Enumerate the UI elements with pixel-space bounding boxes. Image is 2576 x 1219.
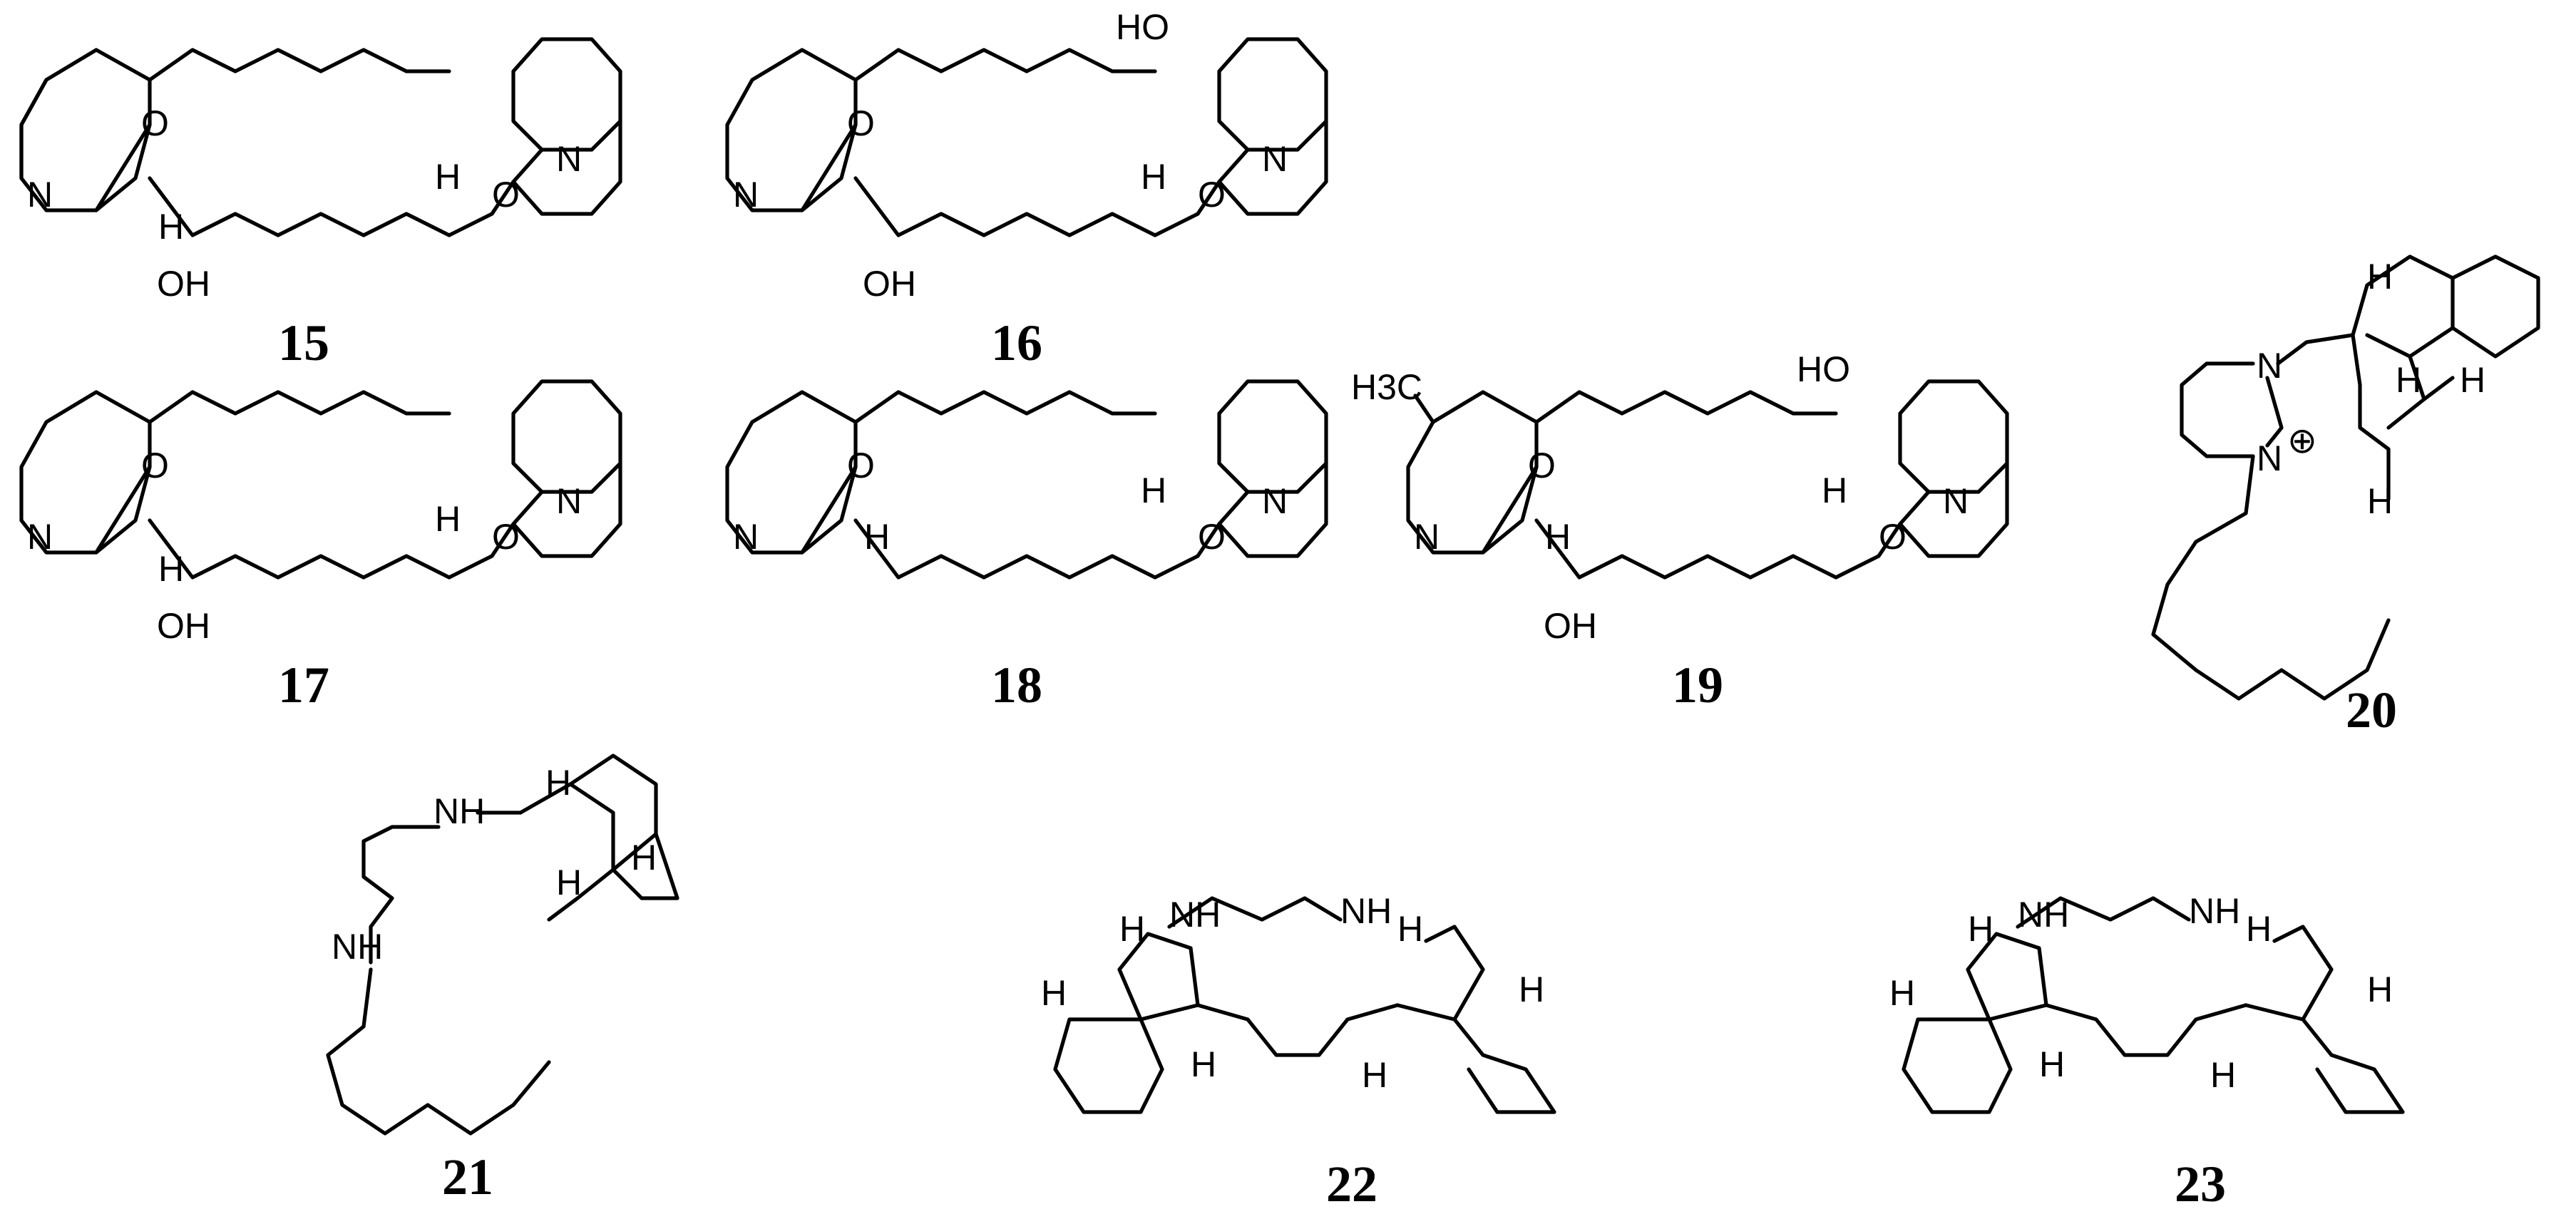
methyl-group: H3C [1351,367,1422,407]
hydrogen-atom: H [1041,973,1067,1013]
hydrogen-atom: H [2367,257,2393,297]
hydrogen-atom: H [435,499,461,539]
compound-label: 17 [278,657,329,714]
nitrogen-atom: N [1262,139,1288,179]
structure-16: O N OH HO H O N 16 [725,7,1328,371]
hydroxyl-group: HO [1797,349,1850,389]
nitrogen-atom: N [733,175,759,215]
hydroxyl-group: OH [1544,606,1597,646]
nitrogen-atom: N [2257,438,2282,478]
amine-group: NH [332,927,383,967]
nitrogen-atom: N [27,175,53,215]
structure-18: O N H H O N 18 [725,379,1328,714]
hydrogen-atom: H [1191,1044,1216,1084]
hydrogen-atom: H [1822,470,1847,510]
hydroxyl-group: OH [157,606,210,646]
structure-23: H NH NH H H H H H 23 [1889,891,2405,1213]
nitrogen-atom: N [2257,346,2282,386]
nitrogen-atom: N [733,517,759,557]
hydrogen-atom: H [1141,470,1166,510]
hydrogen-atom: H [1968,909,1993,949]
positive-charge: ⊕ [2287,421,2317,461]
structure-20: N N ⊕ H H H H 20 [2151,254,2540,739]
hydrogen-atom: H [1141,157,1166,197]
compound-label: 15 [278,314,329,371]
hydrogen-atom: H [631,838,657,878]
hydrogen-atom: H [1519,969,1544,1009]
oxygen-atom: O [492,175,520,215]
structure-22: H NH NH H H H H H 22 [1041,891,1556,1213]
nitrogen-atom: N [1262,481,1288,521]
oxygen-atom: O [1528,446,1556,485]
compound-label: 23 [2175,1156,2226,1213]
compound-label: 19 [1672,657,1723,714]
hydrogen-atom: H [1362,1055,1387,1095]
compound-label: 20 [2346,681,2397,739]
hydrogen-atom: H [2396,360,2421,400]
hydrogen-atom: H [2367,969,2393,1009]
hydrogen-atom: H [2367,481,2393,521]
compound-label: 18 [991,657,1042,714]
structure-17: O N H OH H O N 17 [19,379,622,714]
nitrogen-atom: N [556,139,582,179]
nitrogen-atom: N [27,517,53,557]
structure-19: H3C O N H OH HO H O N 19 [1351,349,2009,714]
hydrogen-atom: H [1397,909,1423,949]
hydroxyl-group: OH [157,264,210,304]
amine-group: NH [1340,891,1392,931]
nitrogen-atom: N [1943,481,1969,521]
amine-group: NH [2189,891,2240,931]
nitrogen-atom: N [1414,517,1440,557]
structure-15: O N H OH H O N 15 [19,37,622,371]
hydrogen-atom: H [1545,517,1571,557]
structure-21: NH NH H H H 21 [326,753,679,1205]
amine-group: NH [2018,895,2069,935]
oxygen-atom: O [1198,517,1226,557]
oxygen-atom: O [1879,517,1907,557]
oxygen-atom: O [141,103,169,143]
hydrogen-atom: H [2460,360,2485,400]
hydrogen-atom: H [2246,909,2272,949]
oxygen-atom: O [492,517,520,557]
hydrogen-atom: H [545,763,571,803]
hydroxyl-group: HO [1116,7,1169,47]
oxygen-atom: O [141,446,169,485]
amine-group: NH [1169,895,1221,935]
hydrogen-atom: H [2210,1055,2236,1095]
compound-label: 21 [442,1148,493,1205]
compound-label: 16 [991,314,1042,371]
hydrogen-atom: H [158,549,184,589]
hydrogen-atom: H [1889,973,1915,1013]
hydroxyl-group: OH [863,264,916,304]
nitrogen-atom: N [556,481,582,521]
oxygen-atom: O [847,446,875,485]
hydrogen-atom: H [1119,909,1145,949]
hydrogen-atom: H [2039,1044,2065,1084]
oxygen-atom: O [847,103,875,143]
amine-group: NH [433,791,485,831]
hydrogen-atom: H [556,863,582,902]
compound-label: 22 [1326,1156,1377,1213]
hydrogen-atom: H [864,517,890,557]
hydrogen-atom: H [435,157,461,197]
oxygen-atom: O [1198,175,1226,215]
hydrogen-atom: H [158,207,184,247]
